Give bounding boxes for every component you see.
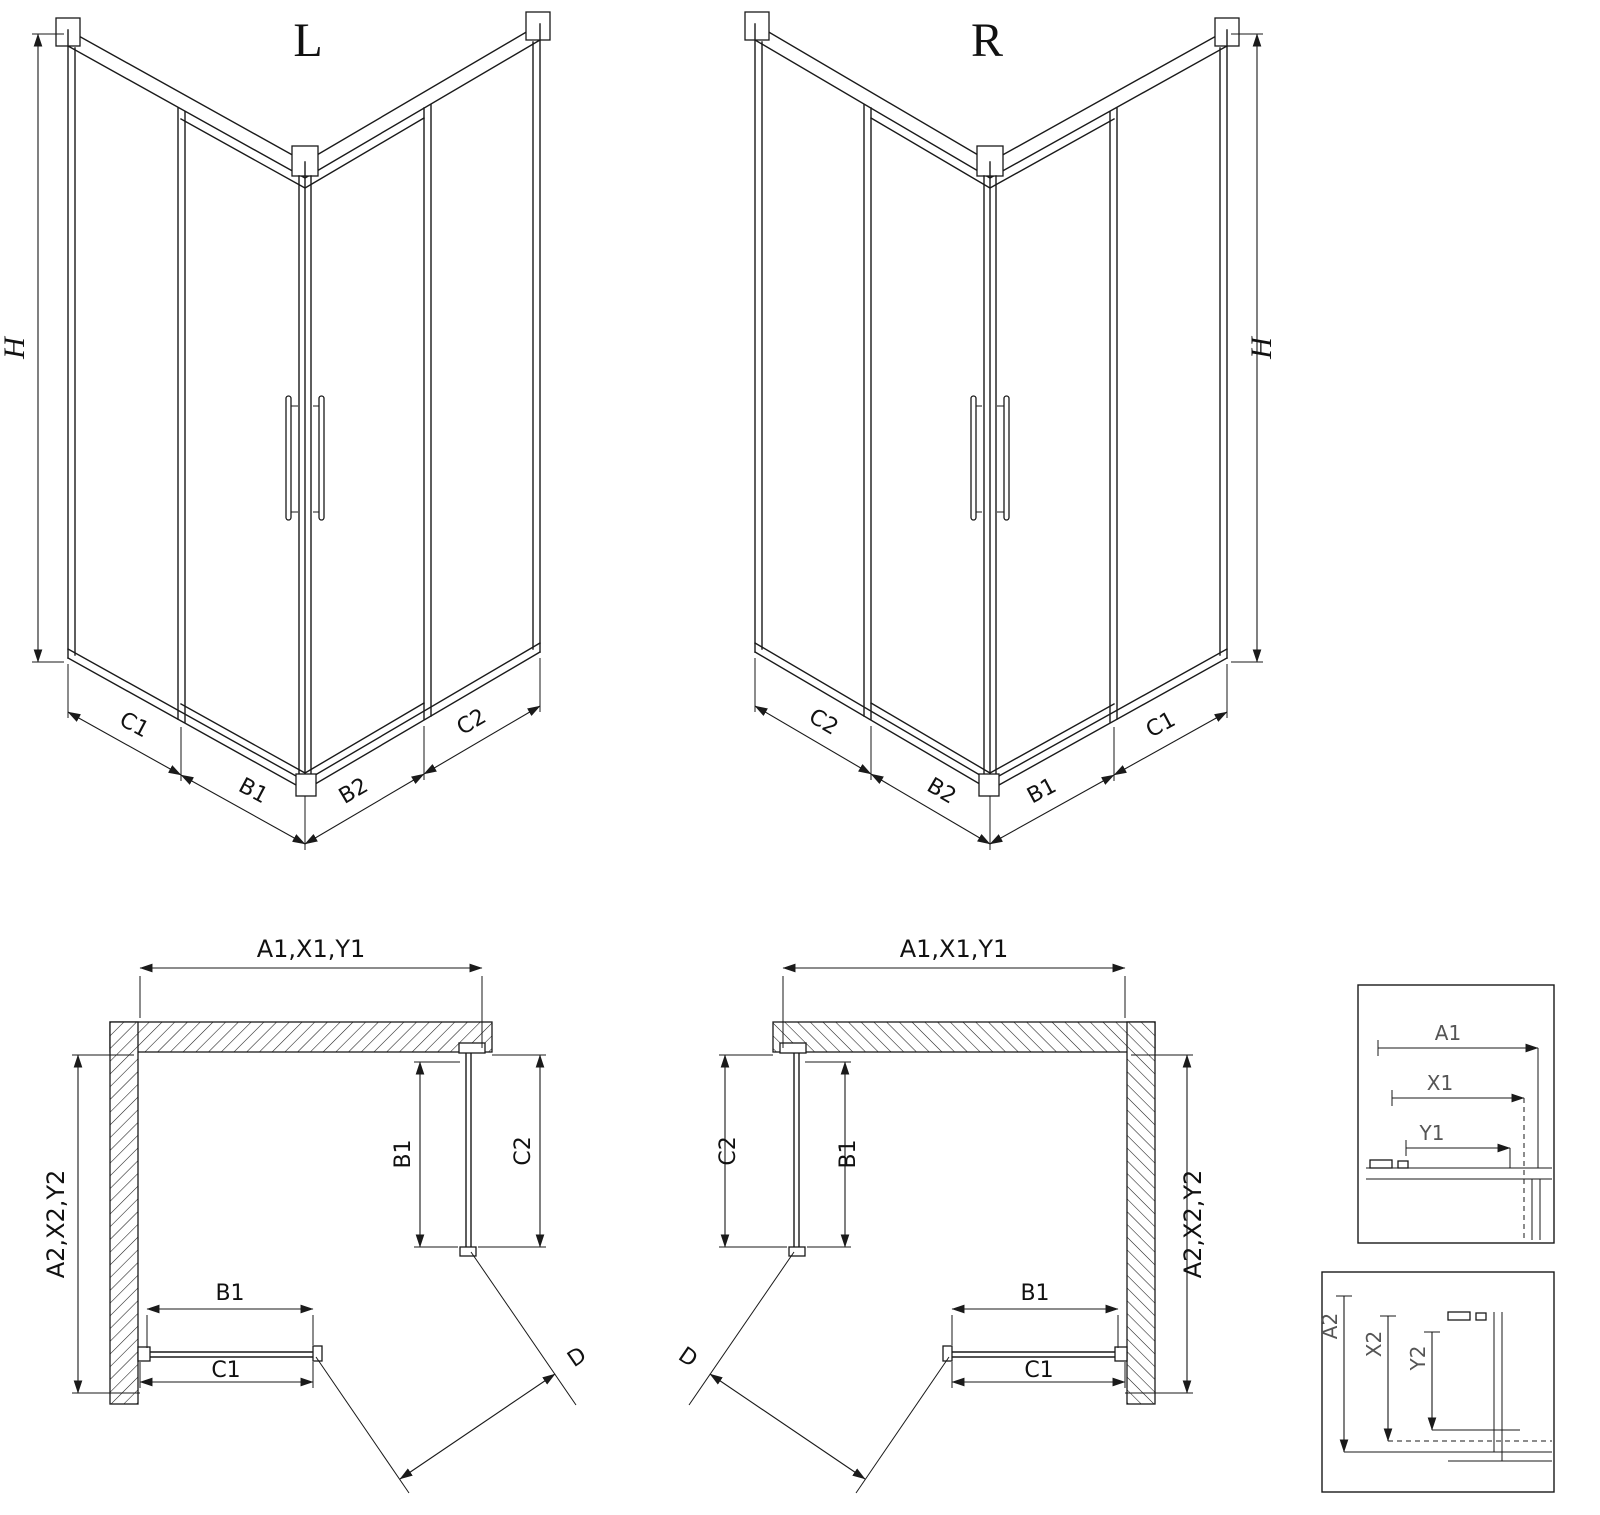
plan-bottom-fixed-label: C1 (1024, 1358, 1053, 1383)
height-dim-label: H (0, 335, 31, 360)
dim-label-b1: B1 (1023, 773, 1060, 809)
variant-label-left: L (293, 14, 322, 67)
plan-diagonal-label: D (674, 1343, 702, 1373)
detail-label-x1: X1 (1427, 1071, 1453, 1095)
plan-width-label: A1,X1,Y1 (900, 935, 1009, 963)
plan-bottom-door-label: B1 (215, 1281, 244, 1306)
height-dim-label: H (1245, 335, 1278, 360)
dim-label-c2: C2 (453, 704, 491, 740)
plan-bottom-fixed-label: C1 (211, 1358, 240, 1383)
variant-label-right: R (971, 14, 1003, 67)
plan-side-door-label: B1 (391, 1139, 416, 1168)
plan-diagonal-label: D (563, 1343, 591, 1373)
detail-box (1321, 1271, 1555, 1493)
detail-label-y1: Y1 (1419, 1121, 1445, 1145)
detail-label-a1: A1 (1435, 1021, 1461, 1045)
plan-side-door-label: B1 (836, 1139, 861, 1168)
plan-view-right (689, 968, 1193, 1493)
plan-width-label: A1,X1,Y1 (257, 935, 366, 963)
detail-width-measurement: A1 X1 Y1 (1357, 984, 1555, 1244)
plan-side-fixed-label: C2 (716, 1136, 741, 1165)
dim-label-b2: B2 (335, 773, 373, 809)
dim-label-b1: B1 (234, 773, 271, 809)
detail-box (1357, 984, 1555, 1244)
plan-bottom-door-label: B1 (1020, 1281, 1049, 1306)
dim-label-c1: C1 (115, 707, 153, 743)
dim-label-c1: C1 (1142, 707, 1180, 743)
detail-label-x2: X2 (1362, 1331, 1386, 1357)
dim-label-c2: C2 (804, 704, 842, 740)
detail-depth-measurement: A2 X2 Y2 (1318, 1271, 1555, 1493)
plan-depth-label: A2,X2,Y2 (1179, 1170, 1207, 1279)
plan-view-left (72, 968, 576, 1493)
plan-depth-label: A2,X2,Y2 (42, 1170, 70, 1279)
plan-side-fixed-label: C2 (511, 1136, 536, 1165)
detail-label-y2: Y2 (1406, 1346, 1430, 1372)
detail-label-a2: A2 (1318, 1313, 1342, 1339)
dim-label-b2: B2 (922, 773, 960, 809)
